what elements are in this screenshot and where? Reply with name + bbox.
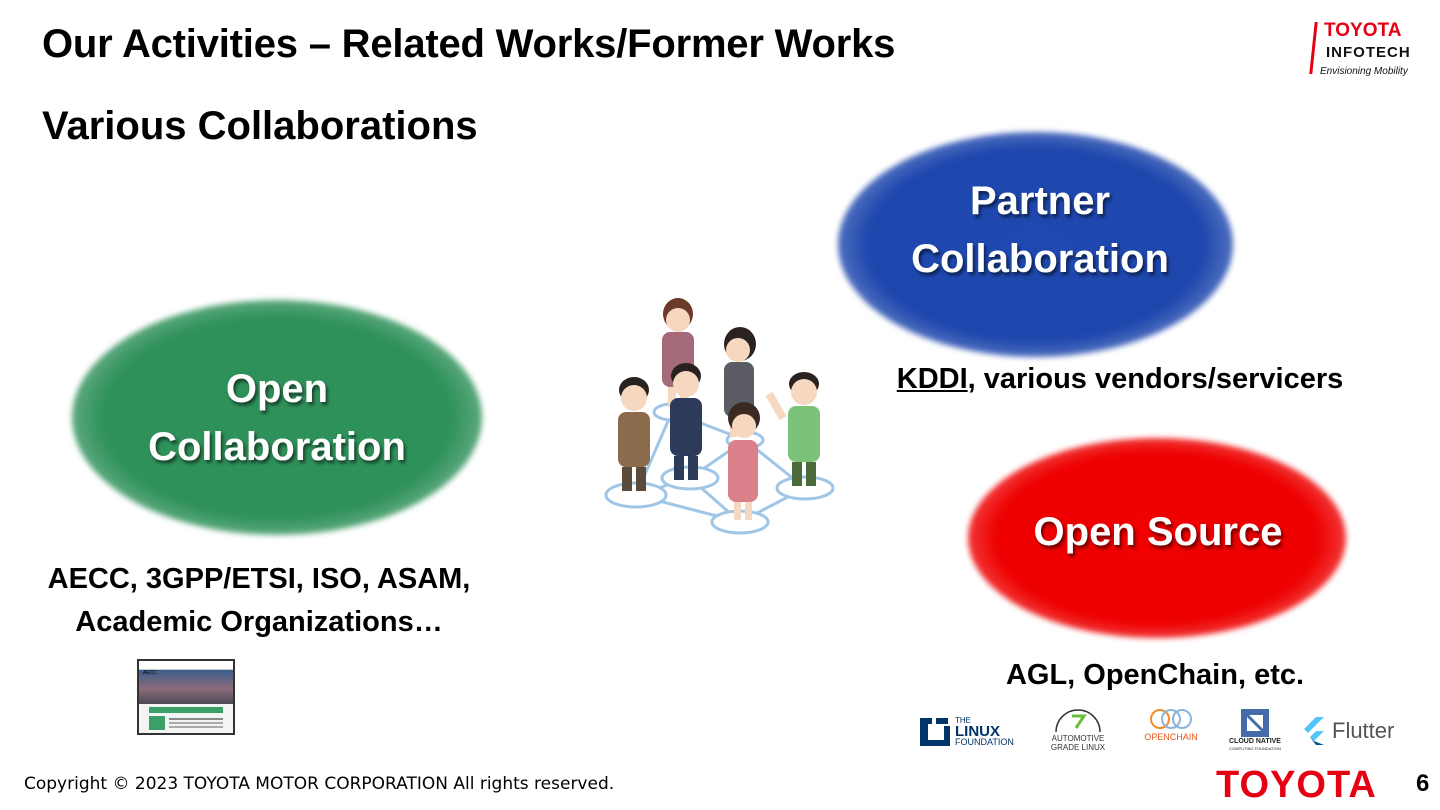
open-collaboration-ellipse: [72, 300, 482, 535]
openchain-icon: [1150, 709, 1192, 729]
logo-accent-bar: [1309, 22, 1318, 74]
open-source-ellipse: [968, 438, 1346, 638]
agl-icon: [1055, 709, 1101, 733]
flutter-icon: [1304, 717, 1324, 745]
agl-line1: AUTOMOTIVE: [1051, 734, 1105, 743]
cncf-line1: CLOUD NATIVE: [1229, 738, 1281, 745]
partner-label-line1: Partner: [969, 179, 1111, 223]
open-collaboration-description: AECC, 3GPP/ETSI, ISO, ASAM, Academic Org…: [20, 558, 498, 644]
person-man-green: [765, 372, 820, 486]
openchain-label: OPENCHAIN: [1144, 732, 1198, 742]
person-woman-pink: [728, 402, 760, 520]
logo-tagline: Envisioning Mobility: [1320, 66, 1408, 77]
partner-collaboration-label: Partner Collaboration: [855, 172, 1225, 288]
agl-logo: AUTOMOTIVE GRADE LINUX: [1040, 704, 1116, 754]
toyota-footer-logo: TOYOTA: [1216, 764, 1377, 806]
cncf-icon: [1241, 709, 1269, 737]
open-collaboration-label: Open Collaboration: [92, 360, 462, 476]
cncf-logo: CLOUD NATIVE COMPUTING FOUNDATION: [1220, 708, 1290, 758]
linux-foundation-icon: [920, 716, 950, 746]
open-desc-line2: Academic Organizations…: [75, 606, 443, 638]
flutter-label: Flutter: [1332, 718, 1395, 743]
person-man-navy: [670, 363, 702, 480]
openchain-logo: OPENCHAIN: [1134, 706, 1208, 756]
logo-line1: TOYOTA: [1324, 20, 1402, 41]
network-lines: [634, 410, 806, 524]
toyota-infotech-logo: TOYOTA INFOTECH Envisioning Mobility: [1306, 10, 1426, 80]
thumb-site-title: AECC: [143, 670, 157, 676]
open-desc-line1: AECC, 3GPP/ETSI, ISO, ASAM,: [47, 563, 471, 595]
partner-collaboration-ellipse: [838, 132, 1233, 357]
cncf-line2: COMPUTING FOUNDATION: [1229, 746, 1281, 751]
open-label-line2: Collaboration: [148, 425, 406, 469]
lf-bottom: FOUNDATION: [955, 736, 1014, 747]
thumb-content: [139, 716, 233, 730]
partner-desc-rest: , various vendors/servicers: [967, 363, 1344, 395]
section-subtitle: Various Collaborations: [42, 104, 478, 148]
partner-label-line2: Collaboration: [911, 237, 1169, 281]
page-title: Our Activities – Related Works/Former Wo…: [42, 22, 896, 66]
page-number: 6: [1416, 770, 1430, 797]
lf-top: THE: [955, 715, 971, 725]
open-source-label: Open Source: [1033, 510, 1283, 554]
open-label-line1: Open: [225, 367, 329, 411]
people-network-illustration: [604, 298, 835, 535]
linux-foundation-logo: THE LINUX FOUNDATION: [918, 706, 1018, 756]
logo-line2: INFOTECH: [1326, 44, 1411, 61]
person-man-brown: [618, 377, 650, 491]
open-source-description: AGL, OpenChain, etc.: [1005, 659, 1305, 691]
agl-line2: GRADE LINUX: [1050, 743, 1106, 752]
lf-main: LINUX: [955, 722, 1000, 740]
kddi-link[interactable]: KDDI: [896, 363, 968, 395]
partner-collaboration-description: KDDI, various vendors/servicers: [870, 358, 1370, 401]
thumb-header: AECC: [139, 661, 233, 676]
copyright-text: Copyright © 2023 TOYOTA MOTOR CORPORATIO…: [24, 774, 615, 794]
thumb-green-bar: [149, 707, 223, 713]
flutter-logo: Flutter: [1300, 706, 1410, 756]
thumb-hero-image: [139, 670, 233, 704]
aecc-website-thumbnail[interactable]: AECC: [137, 659, 235, 735]
